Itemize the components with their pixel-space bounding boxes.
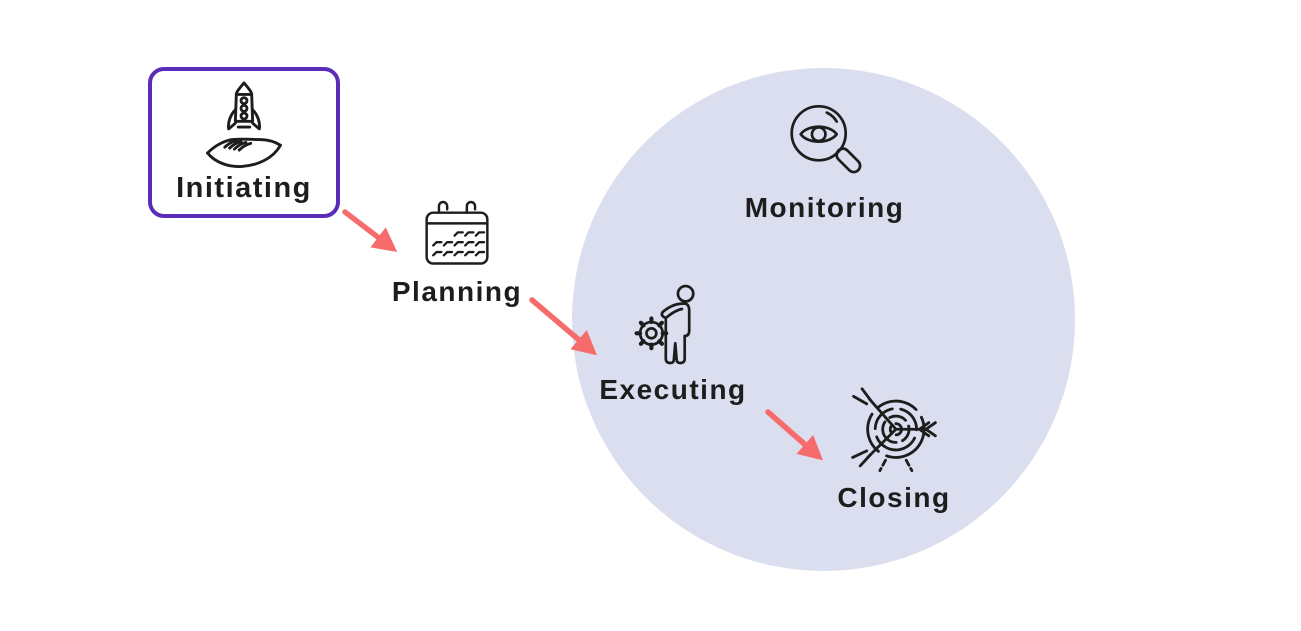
phase-label-monitoring: Monitoring: [744, 192, 905, 223]
calendar-icon: [416, 196, 489, 265]
phase-label-planning: Planning: [391, 276, 523, 307]
phase-closing: Closing: [808, 386, 980, 514]
phase-planning: Planning: [374, 196, 540, 308]
phase-executing: Executing: [580, 282, 766, 406]
phase-label-closing: Closing: [837, 482, 951, 513]
rocket-in-hand-icon: [206, 81, 282, 168]
phase-initiating: Initiating: [148, 67, 340, 218]
phase-label-initiating: Initiating: [176, 171, 312, 204]
background-circle: [572, 68, 1075, 571]
person-gear-icon: [634, 284, 695, 365]
phase-monitoring: Monitoring: [722, 100, 927, 224]
eye-magnifier-icon: [789, 104, 861, 174]
target-arrows-icon: [851, 387, 937, 473]
phase-label-executing: Executing: [599, 374, 747, 405]
